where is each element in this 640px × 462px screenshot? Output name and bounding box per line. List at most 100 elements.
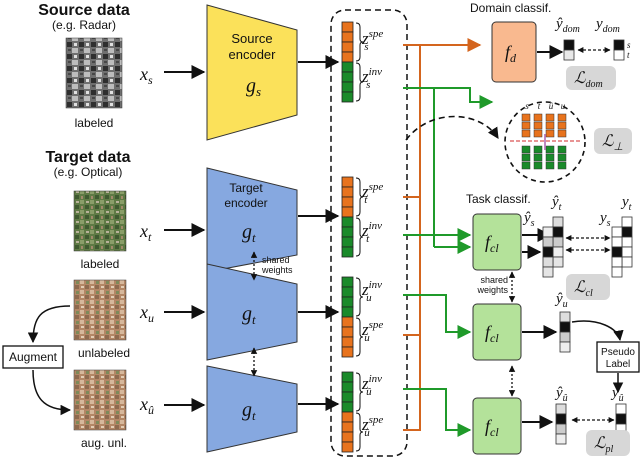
- orth-inv-cell-3-2: [557, 161, 567, 170]
- feature-cell-zuh-spe-3: [341, 441, 354, 453]
- pred-u-cell-1: [559, 321, 571, 333]
- feature-cell-zu-inv-3: [341, 306, 354, 318]
- domain-loss-label: ℒdom: [574, 70, 603, 90]
- feature-brace-zu-inv: [355, 277, 364, 317]
- arrow-to-pseudo-label: [571, 320, 624, 342]
- domain-pred-cell-2: [563, 49, 575, 61]
- gt-t-cell-2: [621, 236, 633, 248]
- route-zu-spe: [403, 197, 421, 336]
- feature-cell-zu-spe-3: [341, 346, 354, 358]
- domain-pred-cell-1: [563, 39, 575, 51]
- feature-cell-zs-inv-0: [341, 61, 354, 73]
- orth-tag-s: s: [525, 101, 529, 111]
- orth-spe-cell-2-1: [545, 121, 555, 130]
- source-data-title: Source data: [38, 2, 130, 19]
- target-encoder-symbol: gt: [242, 221, 256, 245]
- orth-spe-cell-3-1: [557, 121, 567, 130]
- orth-spe-cell-0-0: [521, 113, 531, 122]
- pred-s-cell-0: [542, 226, 554, 238]
- radar-image: [65, 37, 123, 109]
- feature-cell-zs-spe-2: [341, 41, 354, 53]
- gt-s-cell-2: [611, 246, 623, 258]
- arrow-orth-curve: [405, 115, 499, 141]
- task-loss-label: ℒcl: [574, 279, 593, 299]
- pred-t-cell-1: [552, 226, 564, 238]
- orth-tag-u: u: [561, 101, 566, 111]
- feature-cell-zu-inv-1: [341, 286, 354, 298]
- source-data-subtitle: (e.g. Radar): [52, 18, 116, 32]
- pred-uh-cell-3: [555, 433, 567, 445]
- gt-uh-cell-0: [615, 403, 627, 415]
- feature-group-box: [330, 9, 408, 457]
- task-gt-t-label: yt: [620, 194, 632, 213]
- domain-gt-tag-t: t: [627, 50, 630, 60]
- optical-image-unlabeled: [73, 279, 127, 341]
- orth-inv-cell-0-2: [521, 161, 531, 170]
- pred-t-cell-3: [552, 246, 564, 258]
- orth-spe-cell-1-0: [533, 113, 543, 122]
- feature-brace-zuh-spe: [355, 412, 364, 452]
- orth-inv-cell-2-0: [545, 145, 555, 154]
- pred-s-cell-4: [542, 266, 554, 278]
- feature-cell-zu-inv-2: [341, 296, 354, 308]
- optical-image-labeled: [73, 190, 127, 252]
- target-augmented-caption: aug. unl.: [81, 436, 127, 450]
- target-unlabeled-caption: unlabeled: [78, 346, 130, 360]
- feature-cell-zs-inv-3: [341, 91, 354, 103]
- task-classif-title: Task classif.: [466, 192, 531, 206]
- task-classifier-2-symbol: fcl: [485, 322, 499, 345]
- optical-image-augmented: [73, 369, 127, 431]
- target-encoder-augmented: [206, 365, 298, 453]
- orth-spe-cell-3-2: [557, 129, 567, 138]
- task-gt-uh-label: yû: [610, 385, 624, 404]
- target-data-subtitle: (e.g. Optical): [54, 165, 123, 179]
- augment-in-arrow: [27, 305, 71, 344]
- task-classifier-2: [472, 303, 522, 361]
- feature-brace-zu-spe: [355, 317, 364, 357]
- orth-inv-cell-3-1: [557, 153, 567, 162]
- feature-cell-zu-spe-1: [341, 326, 354, 338]
- domain-classifier-box: [491, 21, 537, 83]
- target-input-var: xt: [139, 221, 152, 244]
- gt-s-cell-0: [611, 226, 623, 238]
- orth-inv-cell-0-1: [521, 153, 531, 162]
- target-encoder-line2: encoder: [224, 196, 267, 210]
- feature-cell-zt-inv-0: [341, 216, 354, 228]
- orth-inv-cell-1-0: [533, 145, 543, 154]
- domain-loss-badge: [566, 66, 616, 90]
- source-input-var: xs: [139, 64, 153, 87]
- pred-uh-cell-0: [555, 403, 567, 415]
- gt-t-cell-1: [621, 226, 633, 238]
- feature-cell-zuh-inv-2: [341, 391, 354, 403]
- feature-cell-zs-inv-2: [341, 81, 354, 93]
- feature-cell-zuh-spe-2: [341, 431, 354, 443]
- shared-weights-enc-line1: shared: [262, 255, 290, 265]
- orth-spe-cell-0-2: [521, 129, 531, 138]
- route-zuh-spe: [403, 335, 421, 431]
- domain-gt-cell-1: [613, 39, 625, 51]
- feature-brace-zuh-inv: [355, 372, 364, 412]
- encoder-symbol-augmented: gt: [242, 399, 256, 423]
- orth-loss-label: ℒ⊥: [602, 133, 623, 153]
- feature-cell-zt-spe-3: [341, 206, 354, 218]
- pred-u-cell-2: [559, 331, 571, 343]
- feature-cell-zt-spe-1: [341, 186, 354, 198]
- domain-gt-cell-2: [613, 49, 625, 61]
- domain-classifier-symbol: fd: [505, 42, 517, 65]
- gt-s-cell-1: [611, 236, 623, 248]
- task-loss-badge: [566, 274, 610, 300]
- shared-weights-enc-line2: weights: [261, 265, 293, 275]
- augment-box: [2, 345, 64, 369]
- task-pred-s-label: ŷs: [522, 210, 535, 229]
- pred-u-cell-0: [559, 311, 571, 323]
- orth-spe-cell-1-2: [533, 129, 543, 138]
- target-labeled-caption: labeled: [81, 257, 120, 271]
- pred-s-cell-2: [542, 246, 554, 258]
- gt-s-cell-4: [611, 266, 623, 278]
- feature-cell-zs-spe-0: [341, 21, 354, 33]
